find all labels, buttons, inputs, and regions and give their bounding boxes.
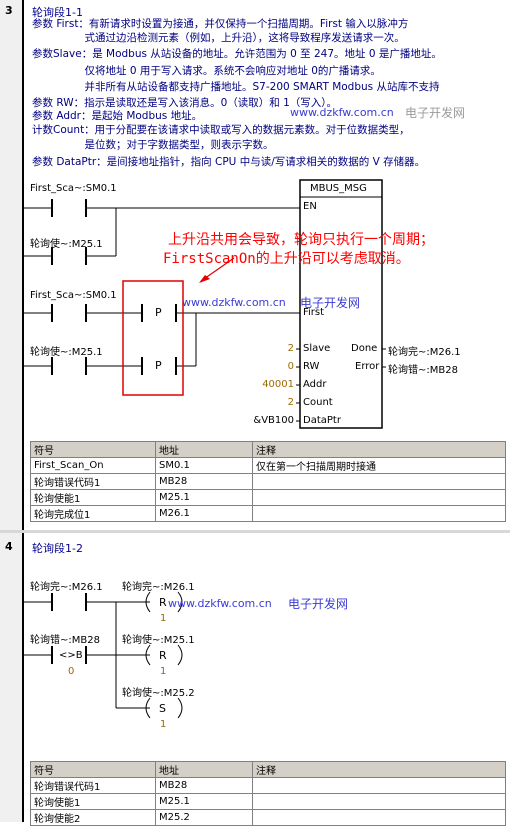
- network-title[interactable]: 轮询段1-2: [32, 542, 83, 555]
- table-row[interactable]: 轮询使能1 M25.1: [30, 489, 506, 506]
- compare-operator[interactable]: <>B: [59, 650, 83, 661]
- coil-type[interactable]: R: [159, 596, 167, 609]
- network-comment-line: 是位数；对于字数据类型，则表示字数。: [32, 139, 274, 151]
- network-comment-line: 计数Count：用于分配要在该请求中读取或写入的数据元素数。对于位数据类型，: [32, 124, 410, 136]
- network-comment-line: 参数 First：有新请求时设置为接通，并仅保持一个扫描周期。First 输入以…: [32, 18, 409, 30]
- network-comment-line: 仅将地址 0 用于写入请求。系统不会响应对地址 0的广播请求。: [32, 65, 381, 77]
- table-row[interactable]: 轮询使能1 M25.1: [30, 793, 506, 810]
- compare-value[interactable]: 0: [68, 666, 75, 677]
- block-pin-en: EN: [303, 201, 317, 212]
- table-header: 地址: [155, 761, 253, 778]
- network-comment-line: 并非所有从站设备都支持广播地址。S7-200 SMART Modbus 从站库不…: [32, 81, 440, 93]
- annotation-text: FirstScanOn的上升沿可以考虑取消。: [163, 251, 410, 267]
- table-header: 符号: [30, 441, 156, 458]
- contact-label[interactable]: First_Sca~:SM0.1: [30, 183, 117, 194]
- positive-edge-label[interactable]: P: [155, 306, 162, 319]
- network-number[interactable]: 3: [5, 4, 13, 17]
- contact-label[interactable]: 轮询使~:M25.1: [30, 347, 103, 358]
- watermark: www.dzkfw.com.cn: [182, 296, 286, 309]
- coil-count[interactable]: 1: [160, 613, 167, 624]
- table-header: 地址: [155, 441, 253, 458]
- power-rail: [22, 0, 24, 822]
- done-output[interactable]: 轮询完~:M26.1: [388, 347, 461, 358]
- coil-count[interactable]: 1: [160, 666, 167, 677]
- network-comment-line: 参数Slave：是 Modbus 从站设备的地址。允许范围为 0 至 247。地…: [32, 48, 442, 60]
- network-comment-line: 参数 RW：指示是读取还是写入该消息。0（读取）和 1（写入）。: [32, 97, 338, 109]
- positive-edge-label[interactable]: P: [155, 359, 162, 372]
- contact-label[interactable]: First_Sca~:SM0.1: [30, 290, 117, 301]
- addr-value[interactable]: 40001: [262, 379, 294, 390]
- table-row[interactable]: 轮询错误代码1 MB28: [30, 777, 506, 794]
- annotation-text: 上升沿共用会导致，轮询只执行一个周期；: [168, 232, 434, 248]
- watermark: www.dzkfw.com.cn: [290, 106, 394, 119]
- block-pin-dataptr: DataPtr: [303, 415, 341, 426]
- block-pin-addr: Addr: [303, 379, 327, 390]
- block-pin-error: Error: [355, 361, 380, 372]
- annotation-highlight-box: [122, 280, 184, 396]
- coil-type[interactable]: R: [159, 649, 167, 662]
- network-separator: [0, 530, 510, 533]
- watermark: 电子开发网: [288, 597, 349, 611]
- compare-label[interactable]: 轮询错~:MB28: [30, 635, 100, 646]
- network-number[interactable]: 4: [5, 540, 13, 553]
- dataptr-value[interactable]: &VB100: [253, 415, 294, 426]
- coil-type[interactable]: S: [159, 702, 166, 715]
- coil-count[interactable]: 1: [160, 719, 167, 730]
- block-pin-done: Done: [351, 343, 378, 354]
- slave-value[interactable]: 2: [287, 343, 294, 354]
- network-comment-line: 参数 Addr：是起始 Modbus 地址。: [32, 110, 203, 122]
- coil-label[interactable]: 轮询完~:M26.1: [122, 582, 195, 593]
- contact-label[interactable]: 轮询使~:M25.1: [30, 239, 103, 250]
- table-header: 注释: [252, 441, 506, 458]
- network-comment-line: 参数 DataPtr：是间接地址指针，指向 CPU 中与读/写请求相关的数据的 …: [32, 156, 426, 168]
- table-row[interactable]: 轮询完成位1 M26.1: [30, 505, 506, 522]
- network-gutter: [0, 0, 22, 822]
- watermark: www.dzkfw.com.cn: [168, 597, 272, 610]
- block-name[interactable]: MBUS_MSG: [310, 183, 367, 194]
- table-header: 符号: [30, 761, 156, 778]
- block-pin-first: First: [303, 307, 325, 318]
- block-pin-rw: RW: [303, 361, 320, 372]
- watermark: 电子开发网: [300, 296, 361, 310]
- table-row[interactable]: First_Scan_On SM0.1 仅在第一个扫描周期时接通: [30, 457, 506, 474]
- coil-label[interactable]: 轮询使~:M25.1: [122, 635, 195, 646]
- network-title[interactable]: 轮询段1-1: [32, 6, 83, 19]
- contact-label[interactable]: 轮询完~:M26.1: [30, 582, 103, 593]
- symbol-table: 符号 地址 注释 First_Scan_On SM0.1 仅在第一个扫描周期时接…: [30, 441, 506, 522]
- table-header: 注释: [252, 761, 506, 778]
- table-row[interactable]: 轮询错误代码1 MB28: [30, 473, 506, 490]
- block-pin-count: Count: [303, 397, 333, 408]
- symbol-table: 符号 地址 注释 轮询错误代码1 MB28 轮询使能1 M25.1 轮询使能2 …: [30, 761, 506, 826]
- watermark: 电子开发网: [405, 106, 466, 120]
- table-row[interactable]: 轮询使能2 M25.2: [30, 809, 506, 826]
- rw-value[interactable]: 0: [287, 361, 294, 372]
- block-pin-slave: Slave: [303, 343, 331, 354]
- coil-label[interactable]: 轮询使~:M25.2: [122, 688, 195, 699]
- count-value[interactable]: 2: [287, 397, 294, 408]
- network-comment-line: 式通过边沿检测元素（例如，上升沿），这将导致程序发送请求一次。: [32, 32, 405, 44]
- error-output[interactable]: 轮询错~:MB28: [388, 365, 458, 376]
